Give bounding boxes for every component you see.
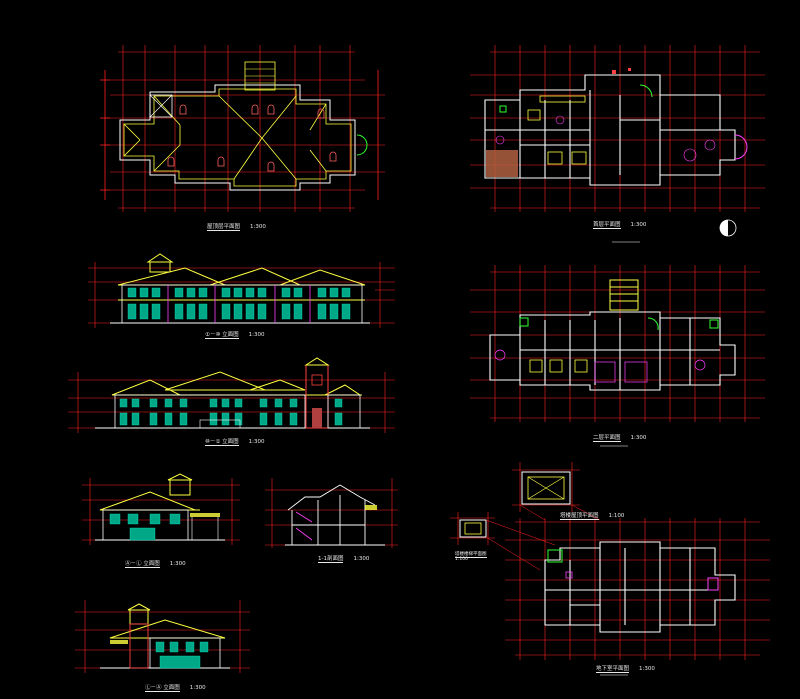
elevation-c-drawing [82,473,240,545]
caption-roof-plan: 屋顶层平面图 1:300 [207,222,266,231]
caption-ground-plan-title: 首层平面图 [593,222,621,229]
caption-elevation-d: Ⓛ－Ⓐ 立面图 1:300 [145,683,206,692]
caption-elevation-d-scale: 1:300 [189,685,206,691]
elevation-a-drawing [88,253,395,328]
caption-detail-plan-title: 塔楼楼梯平面图 [455,552,487,558]
caption-elevation-a: ①－⑩ 立面图 1:300 [205,330,265,339]
second-floor-plan-drawing [470,265,765,422]
caption-section-scale: 1:300 [353,556,370,562]
caption-elevation-a-scale: 1:300 [248,332,265,338]
caption-ground-plan: 首层平面图 1:300 [593,220,647,229]
caption-roof-plan-title: 屋顶层平面图 [207,224,241,231]
caption-basement-plan: 地下室平面图 1:300 [596,664,655,673]
caption-elevation-d-title: Ⓛ－Ⓐ 立面图 [145,685,180,692]
elevation-b-drawing [68,357,395,433]
caption-basement-plan-scale: 1:300 [639,666,655,672]
caption-tower-plan: 塔楼屋顶平面图 1:100 [560,511,625,520]
caption-detail-plan-scale: 1:100 [455,557,468,562]
caption-elevation-a-title: ①－⑩ 立面图 [205,332,239,339]
caption-elevation-c-scale: 1:300 [169,561,186,567]
tower-stair-detail-drawing [450,504,601,571]
caption-roof-plan-scale: 1:300 [250,224,266,230]
caption-second-plan: 二层平面图 1:300 [593,433,647,442]
roof-plan-drawing [100,45,385,212]
caption-section-title: 1-1剖面图 [318,556,344,563]
caption-elevation-c-title: Ⓐ－Ⓛ 立面图 [125,561,160,568]
basement-plan-drawing [505,518,770,660]
section-drawing [265,478,398,548]
caption-elevation-b-title: ⑩－① 立面图 [205,439,239,446]
caption-elevation-c: Ⓐ－Ⓛ 立面图 1:300 [125,559,186,568]
caption-tower-plan-title: 塔楼屋顶平面图 [560,513,599,520]
ground-floor-plan-drawing [470,45,765,237]
caption-basement-plan-title: 地下室平面图 [596,666,630,673]
caption-section: 1-1剖面图 1:300 [318,554,370,563]
caption-ground-plan-scale: 1:300 [630,222,647,228]
caption-elevation-b-scale: 1:300 [248,439,265,445]
tower-roof-detail-drawing [512,462,580,512]
caption-tower-plan-scale: 1:100 [608,513,625,519]
caption-elevation-b: ⑩－① 立面图 1:300 [205,437,265,446]
caption-second-plan-scale: 1:300 [630,435,647,441]
caption-second-plan-title: 二层平面图 [593,435,621,442]
elevation-d-drawing [75,600,250,673]
